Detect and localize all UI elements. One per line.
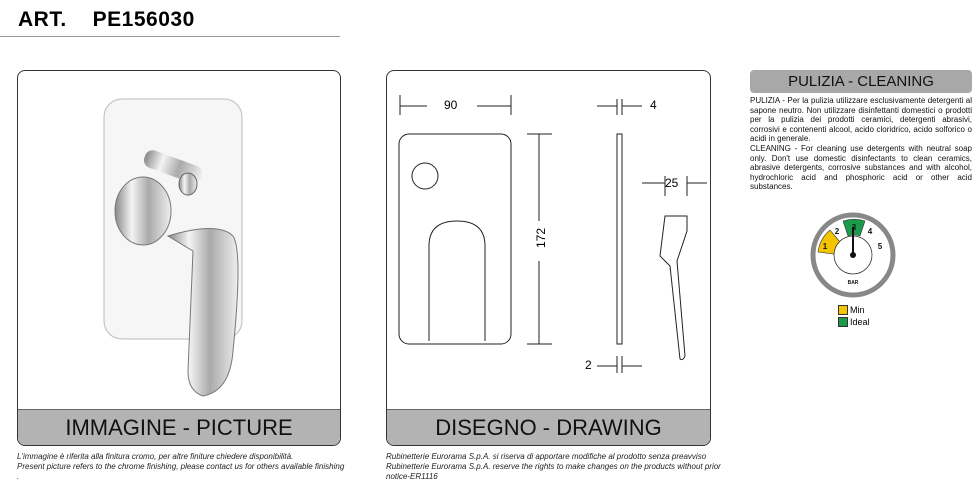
gauge-tick-2: 2 [835, 227, 840, 236]
article-header: ART. PE156030 [18, 8, 195, 32]
picture-note-it: L'immagine è riferita alla finitura crom… [17, 452, 294, 461]
legend-ideal-label: Ideal [850, 317, 870, 327]
cleaning-text-it: PULIZIA - Per la pulizia utilizzare escl… [750, 96, 972, 144]
drawing-caption: DISEGNO - DRAWING [387, 409, 710, 445]
min-swatch [838, 305, 848, 315]
gauge-tick-4: 4 [868, 227, 873, 236]
drawing-note-it: Rubinetterie Eurorama S.p.A. si riserva … [386, 452, 707, 461]
cleaning-text: PULIZIA - Per la pulizia utilizzare escl… [750, 96, 972, 192]
article-code: PE156030 [92, 8, 195, 31]
picture-note: L'immagine è riferita alla finitura crom… [17, 452, 347, 482]
gauge-unit: BAR [848, 280, 859, 286]
picture-caption: IMMAGINE - PICTURE [18, 409, 340, 445]
cleaning-text-en: CLEANING - For cleaning use detergents w… [750, 143, 972, 192]
dim-depth: 4 [650, 98, 657, 112]
header-divider [0, 36, 340, 37]
dim-width: 90 [444, 98, 458, 112]
pressure-gauge: 1 2 3 4 5 BAR [810, 212, 896, 298]
picture-note-en: Present picture refers to the chrome fin… [17, 462, 345, 481]
gauge-tick-1: 1 [823, 242, 828, 251]
drawing-note-en: Rubinetterie Eurorama S.p.A. reserve the… [386, 462, 721, 481]
dim-height: 172 [534, 227, 549, 249]
dim-handle: 25 [665, 176, 679, 190]
legend-min: Min [838, 305, 865, 315]
dim-plate: 2 [585, 358, 592, 372]
legend-ideal: Ideal [838, 317, 870, 327]
gauge-tick-3: 3 [852, 223, 857, 232]
drawing-note: Rubinetterie Eurorama S.p.A. si riserva … [386, 452, 746, 482]
product-image [103, 98, 243, 397]
drawing-panel: 90 172 4 25 2 DISEGNO - DRAWING [386, 70, 711, 446]
ideal-swatch [838, 317, 848, 327]
art-label: ART. [18, 8, 67, 31]
cleaning-title: PULIZIA - CLEANING [750, 70, 972, 93]
legend-min-label: Min [850, 305, 865, 315]
gauge-tick-5: 5 [878, 242, 883, 251]
technical-drawing [398, 95, 707, 373]
picture-panel: IMMAGINE - PICTURE [17, 70, 341, 446]
